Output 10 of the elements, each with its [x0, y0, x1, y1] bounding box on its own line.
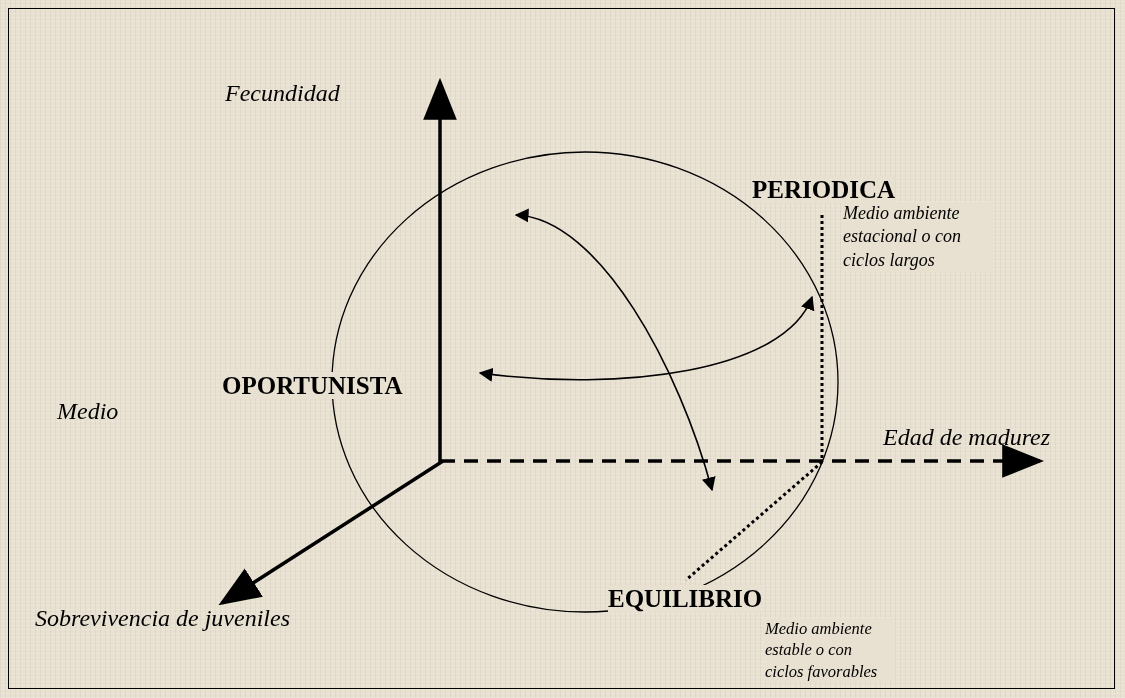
strategy-label: OPORTUNISTA [222, 372, 403, 399]
axis-label: Sobrevivencia de juveniles [35, 605, 290, 632]
axis-label: Fecundidad [225, 80, 340, 107]
curved-arrow [478, 295, 813, 382]
strategy-label: EQUILIBRIO [608, 585, 763, 612]
environment-note: Medio ambiente estable o con ciclos favorables [765, 618, 893, 683]
axis-label: Edad de madurez [883, 424, 1051, 451]
axis-label: Medio [57, 398, 119, 425]
strategy-label: PERIODICA [752, 176, 896, 203]
environment-note: Medio ambiente estacional o con ciclos largos [843, 202, 993, 273]
